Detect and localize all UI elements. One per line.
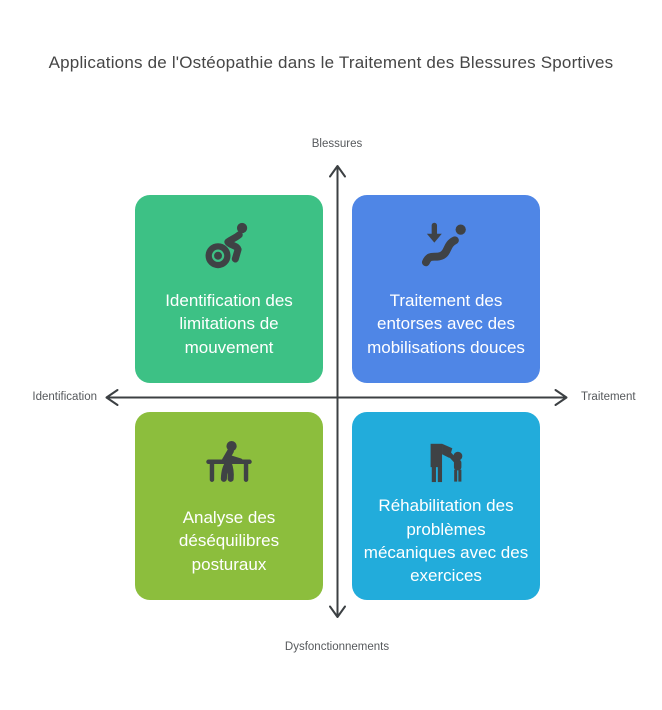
arrowhead-down-icon — [329, 605, 346, 618]
axis-label-top: Blessures — [311, 138, 363, 150]
quadrant-card-mechanical-rehabilitation: Réhabilitation des problèmes mécaniques … — [352, 412, 540, 600]
page-title: Applications de l'Ostéopathie dans le Tr… — [48, 53, 614, 72]
quadrant-card-movement-limitations: Identification des limitations de mouvem… — [135, 195, 323, 383]
quadrant-card-sprain-treatment: Traitement des entorses avec des mobilis… — [352, 195, 540, 383]
axis-label-bottom: Dysfonctionnements — [284, 641, 390, 653]
arrowhead-up-icon — [329, 165, 346, 178]
adult-child-exercise-icon — [418, 432, 474, 492]
quadrant-card-postural-analysis: Analyse des déséquilibres posturaux — [135, 412, 323, 600]
arrowhead-right-icon — [554, 389, 568, 406]
axis-label-left: Identification — [32, 391, 97, 403]
quadrant-label: Traitement des entorses avec des mobilis… — [367, 290, 525, 357]
quadrant-label: Réhabilitation des problèmes mécaniques … — [363, 496, 529, 586]
situp-arrow-icon — [418, 215, 474, 275]
axis-label-right: Traitement — [581, 391, 636, 403]
wheelchair-athlete-icon — [201, 215, 257, 275]
quadrant-label: Analyse des déséquilibres posturaux — [178, 507, 280, 574]
quadrant-label: Identification des limitations de mouvem… — [165, 290, 293, 357]
arrowhead-left-icon — [105, 389, 119, 406]
person-at-desk-icon — [201, 432, 257, 492]
